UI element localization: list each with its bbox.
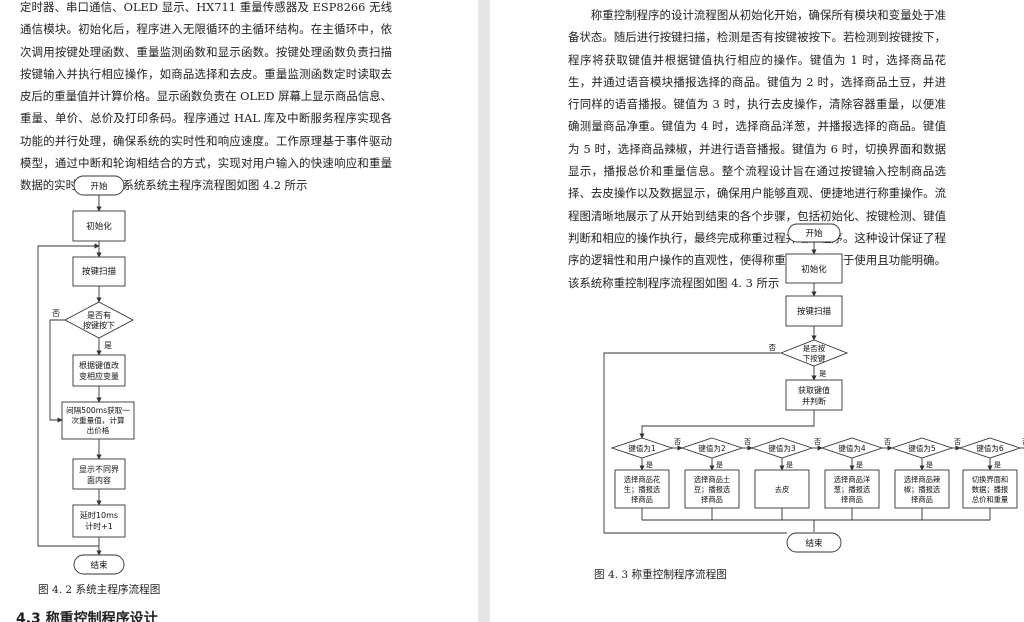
key-6-action-line-1: 切换界面和 — [972, 475, 1008, 484]
scan-node — [72, 256, 126, 287]
key-6-action-node — [962, 469, 1018, 509]
get-key-node — [785, 379, 843, 411]
end-node — [73, 554, 125, 575]
change-variable-node — [72, 354, 126, 387]
r-start-label: 开始 — [805, 228, 823, 239]
key-5-action-line-1: 选择商品辣 — [904, 475, 941, 484]
decision-line-1: 是否有 — [87, 310, 111, 320]
page-gutter — [478, 0, 490, 622]
start-node — [73, 175, 125, 196]
left-figure-caption: 图 4. 2 系统主程序流程图 — [38, 584, 161, 596]
key-6-no: 否 — [1022, 438, 1024, 446]
key-5-no: 否 — [954, 438, 961, 446]
key-5-action-line-3: 择商品 — [911, 495, 933, 504]
section-heading: 4.3 称重控制程序设计 — [16, 611, 158, 622]
key-2-action-line-2: 豆；播报选 — [694, 485, 731, 494]
no-label: 否 — [52, 309, 60, 318]
key-3-action-node — [754, 469, 810, 509]
key-4-action-line-3: 择商品 — [841, 495, 863, 504]
key-5-yes: 是 — [926, 461, 933, 469]
key-6-label: 键值为6 — [976, 443, 1003, 453]
key-2-yes: 是 — [716, 461, 723, 469]
key-3-label: 键值为3 — [768, 443, 795, 453]
key-4-label: 键值为4 — [838, 443, 865, 453]
key-5-action-node — [894, 469, 950, 509]
r-end-label: 结束 — [805, 538, 823, 549]
key-6-yes: 是 — [994, 461, 1001, 469]
r-scan-label: 按键扫描 — [797, 306, 832, 317]
key-2-label: 键值为2 — [698, 443, 725, 453]
delay-line-2: 计时+1 — [85, 521, 113, 531]
r-init-node — [785, 253, 843, 284]
decision-line-2: 按键按下 — [83, 320, 115, 330]
key-1-action-line-2: 生；播报选 — [624, 485, 661, 494]
key-2-action-line-1: 选择商品土 — [694, 475, 730, 484]
key-1-yes: 是 — [646, 461, 653, 469]
r-scan-node — [785, 295, 843, 327]
init-node — [72, 210, 126, 242]
r-init-label: 初始化 — [801, 264, 827, 275]
weigh-line-1: 间隔500ms获取一 — [66, 405, 130, 415]
key-5-label: 键值为5 — [908, 443, 935, 453]
key-1-label: 键值为1 — [628, 443, 655, 453]
yes-label: 是 — [104, 341, 112, 350]
weigh-line-3: 出价格 — [87, 425, 110, 435]
key-4-yes: 是 — [856, 461, 863, 469]
delay-line-1: 延时10ms — [80, 510, 118, 520]
left-page: 定时器、串口通信、OLED 显示、HX711 重量传感器及 ESP8266 无线… — [0, 0, 478, 622]
key-3-no: 否 — [814, 438, 821, 446]
key-branch-row: 键值为1是否选择商品花生；播报选择商品键值为2是否选择商品土豆；播报选择商品键值… — [610, 437, 1024, 521]
key-1-action-node — [614, 469, 670, 509]
key-6-action-line-3: 总价和重量 — [972, 495, 1008, 504]
key-5-action-line-2: 椒；播报选 — [904, 485, 941, 494]
key-1-action-line-3: 择商品 — [631, 495, 653, 504]
end-label: 结束 — [90, 560, 108, 571]
r-decision-line-1: 是否按 — [803, 343, 826, 353]
display-node — [72, 458, 126, 490]
weighing-control-flowchart: 否 是 键值为1是否选择商品花生；播报选择商品键值为2是否选择商品土豆；播报选择… — [603, 223, 1024, 553]
r-end-node — [786, 532, 842, 553]
weigh-line-2: 次重量值，计算 — [71, 415, 125, 425]
key-4-no: 否 — [884, 438, 891, 446]
get-line-2: 并判断 — [802, 396, 826, 406]
key-4-action-line-2: 葱；播报选 — [834, 485, 871, 494]
main-no-label: 否 — [769, 343, 777, 352]
change-line-2: 变相应变量 — [79, 371, 119, 381]
key-3-action-line-1: 去皮 — [775, 485, 790, 494]
scan-label: 按键扫描 — [82, 266, 117, 277]
key-4-action-line-1: 选择商品洋 — [834, 475, 870, 484]
init-label: 初始化 — [86, 221, 112, 232]
start-label: 开始 — [90, 181, 108, 192]
r-key-pressed-decision — [779, 339, 849, 367]
key-1-no: 否 — [674, 438, 681, 446]
r-start-node — [787, 223, 841, 243]
change-line-1: 根据键值改 — [79, 360, 119, 370]
get-line-1: 获取键值 — [798, 385, 830, 395]
key-2-action-line-3: 择商品 — [701, 495, 723, 504]
display-line-1: 显示不同界 — [79, 465, 119, 474]
right-figure-caption: 图 4. 3 称重控制程序流程图 — [594, 569, 727, 581]
right-paragraph: 称重控制程序的设计流程图从初始化开始，确保所有模块和变量处于准备状态。随后进行按… — [568, 8, 946, 290]
key-pressed-decision — [64, 301, 134, 339]
key-3-yes: 是 — [786, 461, 793, 469]
r-decision-line-2: 下按键 — [803, 353, 826, 363]
right-page: 称重控制程序的设计流程图从初始化开始，确保所有模块和变量处于准备状态。随后进行按… — [490, 0, 1024, 622]
key-6-action-line-2: 数据；播报 — [972, 485, 1009, 494]
key-1-action-line-1: 选择商品花 — [624, 475, 660, 484]
key-2-action-node — [684, 469, 740, 509]
weigh-node — [61, 401, 135, 440]
display-line-2: 面内容 — [87, 475, 111, 485]
delay-node — [72, 504, 126, 538]
main-program-flowchart: 开始 初始化 按键扫描 是否有 按键按下 否 是 根据键值改 变相应变量 间隔5… — [37, 175, 135, 575]
key-2-no: 否 — [744, 438, 751, 446]
main-yes-label: 是 — [819, 369, 827, 378]
